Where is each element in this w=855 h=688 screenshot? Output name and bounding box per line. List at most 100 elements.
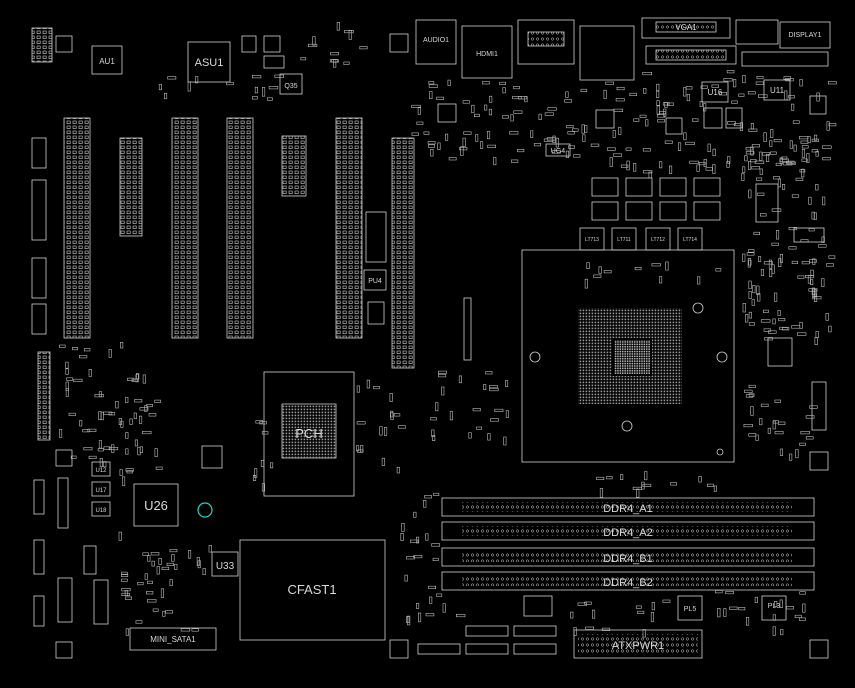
smd-component: [828, 255, 836, 259]
smd-component: [828, 123, 837, 127]
smd-component: [197, 560, 201, 569]
smd-component: [252, 96, 258, 100]
smd-component: [564, 99, 572, 103]
smd-component: [805, 436, 814, 440]
asu1-chip: [187, 41, 231, 83]
smd-component: [762, 152, 770, 156]
smd-component: [746, 252, 755, 256]
header-c: [31, 257, 47, 299]
smd-component: [751, 166, 760, 170]
smd-component: [174, 563, 178, 570]
smd-component: [791, 260, 798, 265]
smd-component: [657, 119, 665, 123]
smd-component: [697, 276, 701, 285]
smd-component: [191, 628, 199, 632]
smd-component: [738, 93, 745, 97]
smd-component: [479, 141, 484, 149]
smd-component: [373, 385, 380, 390]
smd-component: [717, 607, 721, 618]
smd-component: [331, 59, 339, 63]
smd-component: [662, 599, 671, 603]
smd-component: [503, 436, 507, 446]
smd-component: [763, 261, 773, 265]
smd-component: [760, 403, 769, 407]
smd-component: [152, 608, 159, 612]
smd-component: [161, 566, 170, 571]
smd-component: [739, 122, 744, 131]
smd-component: [505, 410, 510, 418]
smd-component: [530, 130, 534, 138]
smd-component: [462, 137, 466, 147]
smd-component: [70, 455, 77, 459]
smd-component: [754, 160, 765, 164]
smd-component: [778, 258, 782, 268]
smd-component: [580, 88, 588, 92]
smd-component: [187, 81, 191, 92]
smd-component: [336, 21, 340, 31]
smd-component: [512, 96, 522, 100]
smd-component: [788, 246, 797, 250]
smd-component: [794, 614, 802, 619]
smd-component: [567, 131, 575, 135]
smd-component: [757, 192, 765, 196]
smd-component: [613, 108, 623, 112]
smd-component: [741, 173, 745, 181]
label-u12: U12: [95, 468, 107, 474]
smd-component: [400, 532, 404, 541]
smd-component: [424, 495, 432, 499]
smd-component: [686, 94, 690, 102]
smd-component: [705, 167, 713, 171]
smd-component: [807, 136, 811, 144]
smd-component: [692, 118, 699, 122]
smd-component: [261, 431, 269, 435]
smd-component: [751, 299, 755, 306]
smd-component: [499, 81, 506, 85]
smd-component: [115, 400, 119, 409]
smd-component: [755, 434, 759, 441]
smd-component: [459, 147, 468, 151]
smd-component: [166, 562, 174, 567]
smd-component: [513, 86, 520, 90]
u17-chip: [91, 481, 111, 497]
label-pu4: PU4: [368, 278, 382, 285]
label-cfast1: CFAST1: [287, 582, 336, 597]
label-vga1: VGA1: [675, 23, 697, 32]
au1-chip: [91, 45, 123, 75]
smd-component: [555, 137, 559, 148]
smd-component: [815, 331, 819, 339]
smd-component: [383, 427, 388, 436]
smd-component: [103, 446, 111, 450]
smd-component: [811, 149, 819, 153]
smd-component: [607, 147, 616, 151]
smd-component: [442, 603, 446, 613]
smd-component: [150, 552, 160, 556]
label-ddr4-a1: DDR4_A1: [603, 503, 653, 515]
smd-component: [142, 430, 152, 435]
mini-sata1-connector: [129, 627, 217, 651]
smd-component: [752, 285, 756, 294]
smd-component: [703, 103, 707, 112]
smd-component: [427, 144, 435, 148]
label-asu1: ASU1: [195, 57, 224, 69]
smd-component: [572, 128, 579, 132]
smd-component: [348, 30, 352, 40]
dvi-connector: [645, 45, 737, 65]
q35-chip: [279, 73, 303, 95]
smd-component: [169, 579, 173, 586]
smd-component: [764, 337, 773, 341]
smd-component: [411, 104, 421, 108]
smd-component: [789, 140, 793, 149]
smd-component: [397, 425, 406, 429]
smd-component: [772, 626, 776, 636]
smd-component: [460, 146, 464, 156]
smd-component: [164, 93, 168, 100]
smd-component: [473, 113, 480, 117]
smd-component: [818, 244, 827, 248]
u33-chip: [211, 551, 239, 577]
smd-component: [59, 344, 66, 348]
smd-component: [809, 405, 818, 409]
smd-component: [822, 145, 832, 149]
smd-component: [747, 91, 756, 95]
smd-component: [777, 310, 781, 316]
smd-component: [774, 600, 778, 607]
